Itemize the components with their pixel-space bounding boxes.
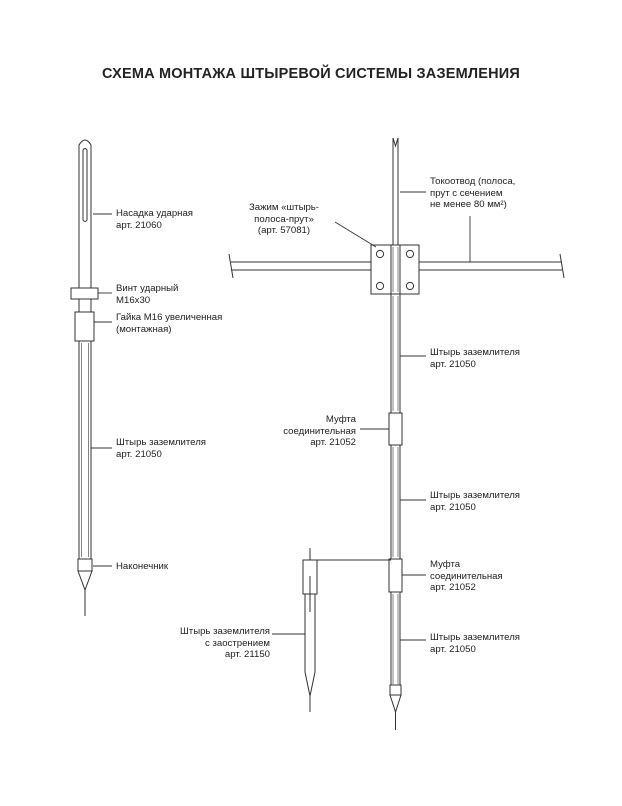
label-right-earth-rod-2: Штырь заземлителя арт. 21050 xyxy=(430,490,520,513)
label-sharpened-rod: Штырь заземлителя с заострением арт. 211… xyxy=(180,626,270,660)
impact-screw xyxy=(70,287,99,300)
label-right-earth-rod-1: Штырь заземлителя арт. 21050 xyxy=(430,347,520,370)
left-earth-rod xyxy=(78,299,92,560)
right-assembly xyxy=(228,137,565,730)
label-coupling-1: Муфта соединительная арт. 21052 xyxy=(283,414,356,448)
left-assembly xyxy=(70,139,112,616)
mounting-nut xyxy=(74,311,95,342)
right-earth-rod-1 xyxy=(390,294,401,413)
label-left-earth-rod: Штырь заземлителя арт. 21050 xyxy=(116,437,206,460)
left-leaders xyxy=(91,213,112,567)
label-impact-screw: Винт ударный М16х30 xyxy=(116,283,179,306)
label-clamp: Зажим «штырь- полоса-прут» (арт. 57081) xyxy=(248,202,320,236)
coupling-sleeve-2 xyxy=(388,558,403,593)
right-earth-rod-3 xyxy=(390,592,401,685)
right-rod-tip xyxy=(389,684,402,730)
label-coupling-2: Муфта соединительная арт. 21052 xyxy=(430,559,503,593)
right-earth-rod-2 xyxy=(390,445,401,559)
horizontal-strip xyxy=(228,253,565,279)
down-conductor xyxy=(392,137,399,246)
sharpened-rod xyxy=(302,548,391,712)
label-striking-adapter: Насадка ударная арт. 21060 xyxy=(116,208,193,231)
label-right-earth-rod-3: Штырь заземлителя арт. 21050 xyxy=(430,632,520,655)
label-down-conductor: Токоотвод (полоса, прут с сечением не ме… xyxy=(430,176,516,210)
striking-adapter xyxy=(78,139,92,289)
diagram-title: СХЕМА МОНТАЖА ШТЫРЕВОЙ СИСТЕМЫ ЗАЗЕМЛЕНИ… xyxy=(101,66,521,82)
label-mounting-nut: Гайка М16 увеличенная (монтажная) xyxy=(116,312,223,335)
coupling-sleeve-1 xyxy=(388,412,403,446)
label-rod-tip: Наконечник xyxy=(116,561,169,572)
rod-tip xyxy=(77,558,93,616)
clamp-rod-strip-bar xyxy=(370,244,420,295)
right-leaders xyxy=(272,191,471,641)
